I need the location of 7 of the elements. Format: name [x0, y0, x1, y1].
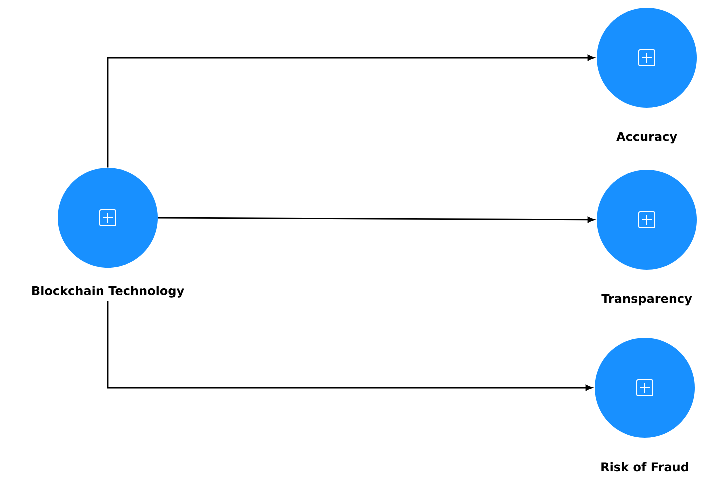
arrow — [107, 301, 593, 391]
arrow — [158, 217, 595, 223]
node-label: Blockchain Technology — [32, 286, 184, 298]
node-label: Risk of Fraud — [602, 462, 688, 472]
node-label: Transparency — [602, 294, 692, 306]
node-label: Accuracy — [616, 132, 678, 144]
arrow — [107, 55, 595, 168]
